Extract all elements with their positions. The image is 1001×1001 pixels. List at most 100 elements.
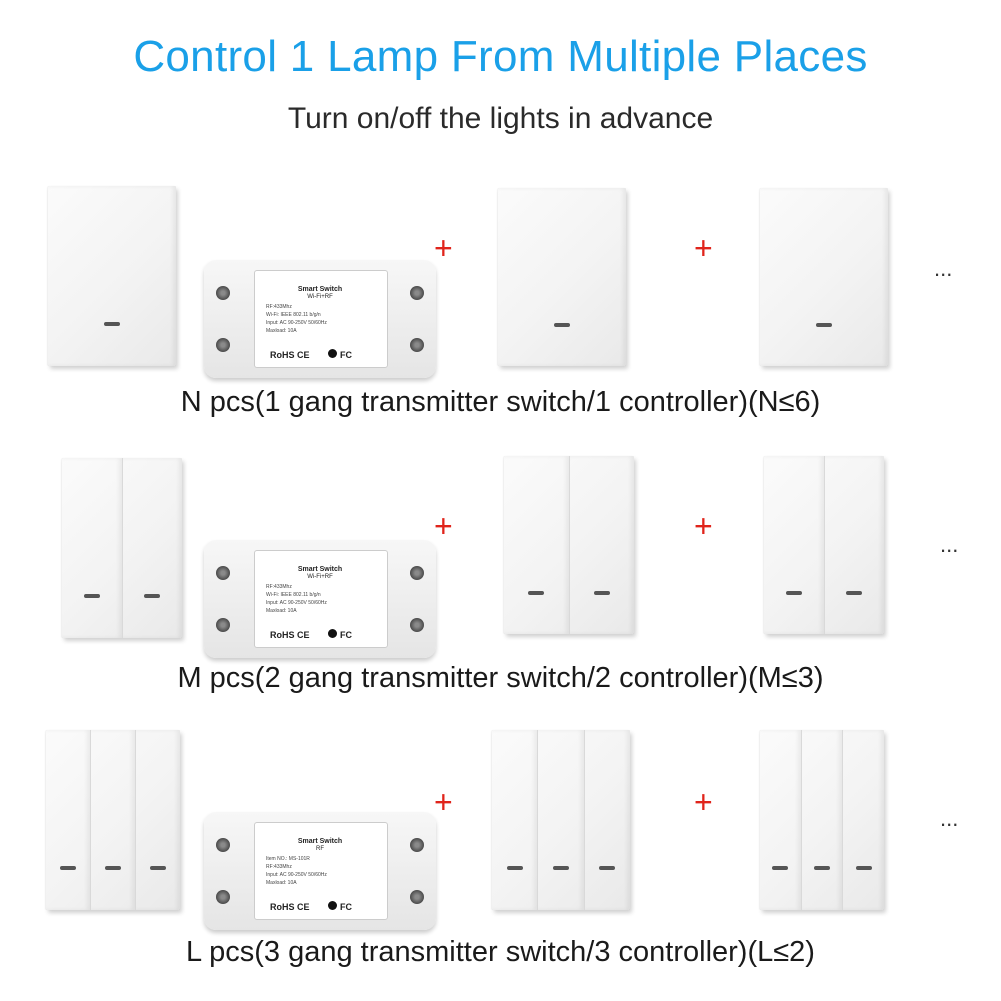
switch-rocker [764, 456, 825, 634]
screw-terminal [410, 838, 424, 852]
switch-rocker [136, 730, 180, 910]
plus-icon: + [694, 508, 713, 544]
switch-rocker [825, 456, 885, 634]
module-line: Input: AC 90-250V 50/60Hz [266, 320, 327, 326]
module-label [254, 270, 388, 368]
ellipsis: ... [934, 256, 953, 281]
screw-terminal [410, 890, 424, 904]
module-body: Smart Switch RF Item NO.: MS-101R RF:433… [204, 812, 436, 930]
row-caption: N pcs(1 gang transmitter switch/1 contro… [180, 386, 821, 418]
led-indicator [814, 866, 830, 871]
fc-mark: FC [340, 902, 352, 912]
screw-terminal [410, 286, 424, 300]
led-indicator [554, 322, 570, 327]
switch-rocker [760, 730, 802, 910]
led-indicator [772, 866, 789, 871]
switch-panel-3gang-main [46, 730, 180, 910]
switch-rocker [570, 456, 635, 634]
module-title: Smart Switch [297, 838, 343, 845]
switch-rocker [46, 730, 91, 910]
plus-icon: + [434, 230, 453, 266]
screw-terminal [410, 338, 424, 352]
switch-rocker [498, 188, 626, 366]
module-title: Smart Switch [297, 566, 343, 573]
module-line: RF:433Mhz [266, 584, 292, 590]
ellipsis: ... [940, 806, 959, 831]
rohs-mark: RoHS CE [270, 630, 310, 640]
switch-rocker [48, 186, 176, 366]
plus-icon: + [694, 230, 713, 266]
screw-terminal [216, 838, 230, 852]
switch-panel-3gang [760, 730, 884, 910]
ellipsis: ... [940, 532, 959, 557]
certification-dot [328, 349, 337, 358]
led-indicator [846, 590, 863, 595]
smart-switch-module: Smart Switch Wi-Fi+RF RF:433Mhz Wi-Fi: I… [204, 540, 436, 658]
switch-panel-1gang [498, 188, 626, 366]
module-line: Maxload: 10A [266, 880, 297, 886]
led-indicator [104, 322, 120, 327]
screw-terminal [216, 338, 230, 352]
plus-icon: + [434, 784, 453, 820]
switch-rocker [62, 458, 123, 638]
plus-icon: + [434, 508, 453, 544]
module-line: Input: AC 90-250V 50/60Hz [266, 600, 327, 606]
led-indicator [83, 594, 100, 599]
module-line: RF:433Mhz [266, 864, 292, 870]
led-indicator [816, 322, 832, 327]
screw-terminal [216, 286, 230, 300]
module-subtitle: Wi-Fi+RF [307, 294, 333, 300]
led-indicator [105, 866, 121, 871]
switch-rocker [802, 730, 844, 910]
led-indicator [528, 590, 545, 595]
plus-icon: + [694, 784, 713, 820]
module-line: RF:433Mhz [266, 304, 292, 310]
module-label [254, 822, 388, 920]
module-subtitle: RF [316, 846, 324, 852]
module-body: Smart Switch Wi-Fi+RF RF:433Mhz Wi-Fi: I… [204, 540, 436, 658]
screw-terminal [410, 566, 424, 580]
screw-terminal [216, 618, 230, 632]
row-caption: M pcs(2 gang transmitter switch/2 contro… [177, 662, 824, 694]
screw-terminal [216, 890, 230, 904]
module-label [254, 550, 388, 648]
led-indicator [144, 594, 161, 599]
switch-panel-1gang-main [48, 186, 176, 366]
certification-dot [328, 629, 337, 638]
switch-rocker [585, 730, 630, 910]
page-subtitle: Turn on/off the lights in advance [287, 102, 714, 135]
module-line: Maxload: 10A [266, 328, 297, 334]
switch-panel-2gang-main [62, 458, 182, 638]
row-caption: L pcs(3 gang transmitter switch/3 contro… [186, 936, 815, 968]
switch-rocker [538, 730, 585, 910]
module-subtitle: Wi-Fi+RF [307, 574, 333, 580]
page-title: Control 1 Lamp From Multiple Places [133, 32, 868, 81]
fc-mark: FC [340, 630, 352, 640]
switch-panel-2gang [764, 456, 884, 634]
led-indicator [599, 866, 616, 871]
led-indicator [150, 866, 166, 871]
led-indicator [593, 590, 610, 595]
led-indicator [855, 866, 872, 871]
switch-panel-1gang [760, 188, 888, 366]
led-indicator [552, 866, 569, 871]
module-line: Wi-Fi: IEEE 802.11 b/g/n [266, 312, 321, 318]
switch-rocker [504, 456, 570, 634]
module-body: Smart Switch Wi-Fi+RF RF:433Mhz Wi-Fi: I… [204, 260, 436, 378]
switch-panel-2gang [504, 456, 634, 634]
rohs-mark: RoHS CE [270, 902, 310, 912]
rohs-mark: RoHS CE [270, 350, 310, 360]
certification-dot [328, 901, 337, 910]
module-title: Smart Switch [297, 286, 343, 293]
switch-panel-3gang [492, 730, 630, 910]
screw-terminal [410, 618, 424, 632]
module-line: Maxload: 10A [266, 608, 297, 614]
switch-rocker [492, 730, 539, 910]
module-line: Item NO.: MS-101R [266, 856, 310, 862]
module-line: Input: AC 90-250V 50/60Hz [266, 872, 327, 878]
switch-rocker [843, 730, 884, 910]
switch-rocker [760, 188, 888, 366]
screw-terminal [216, 566, 230, 580]
fc-mark: FC [340, 350, 352, 360]
smart-switch-module: Smart Switch RF Item NO.: MS-101R RF:433… [204, 812, 436, 930]
